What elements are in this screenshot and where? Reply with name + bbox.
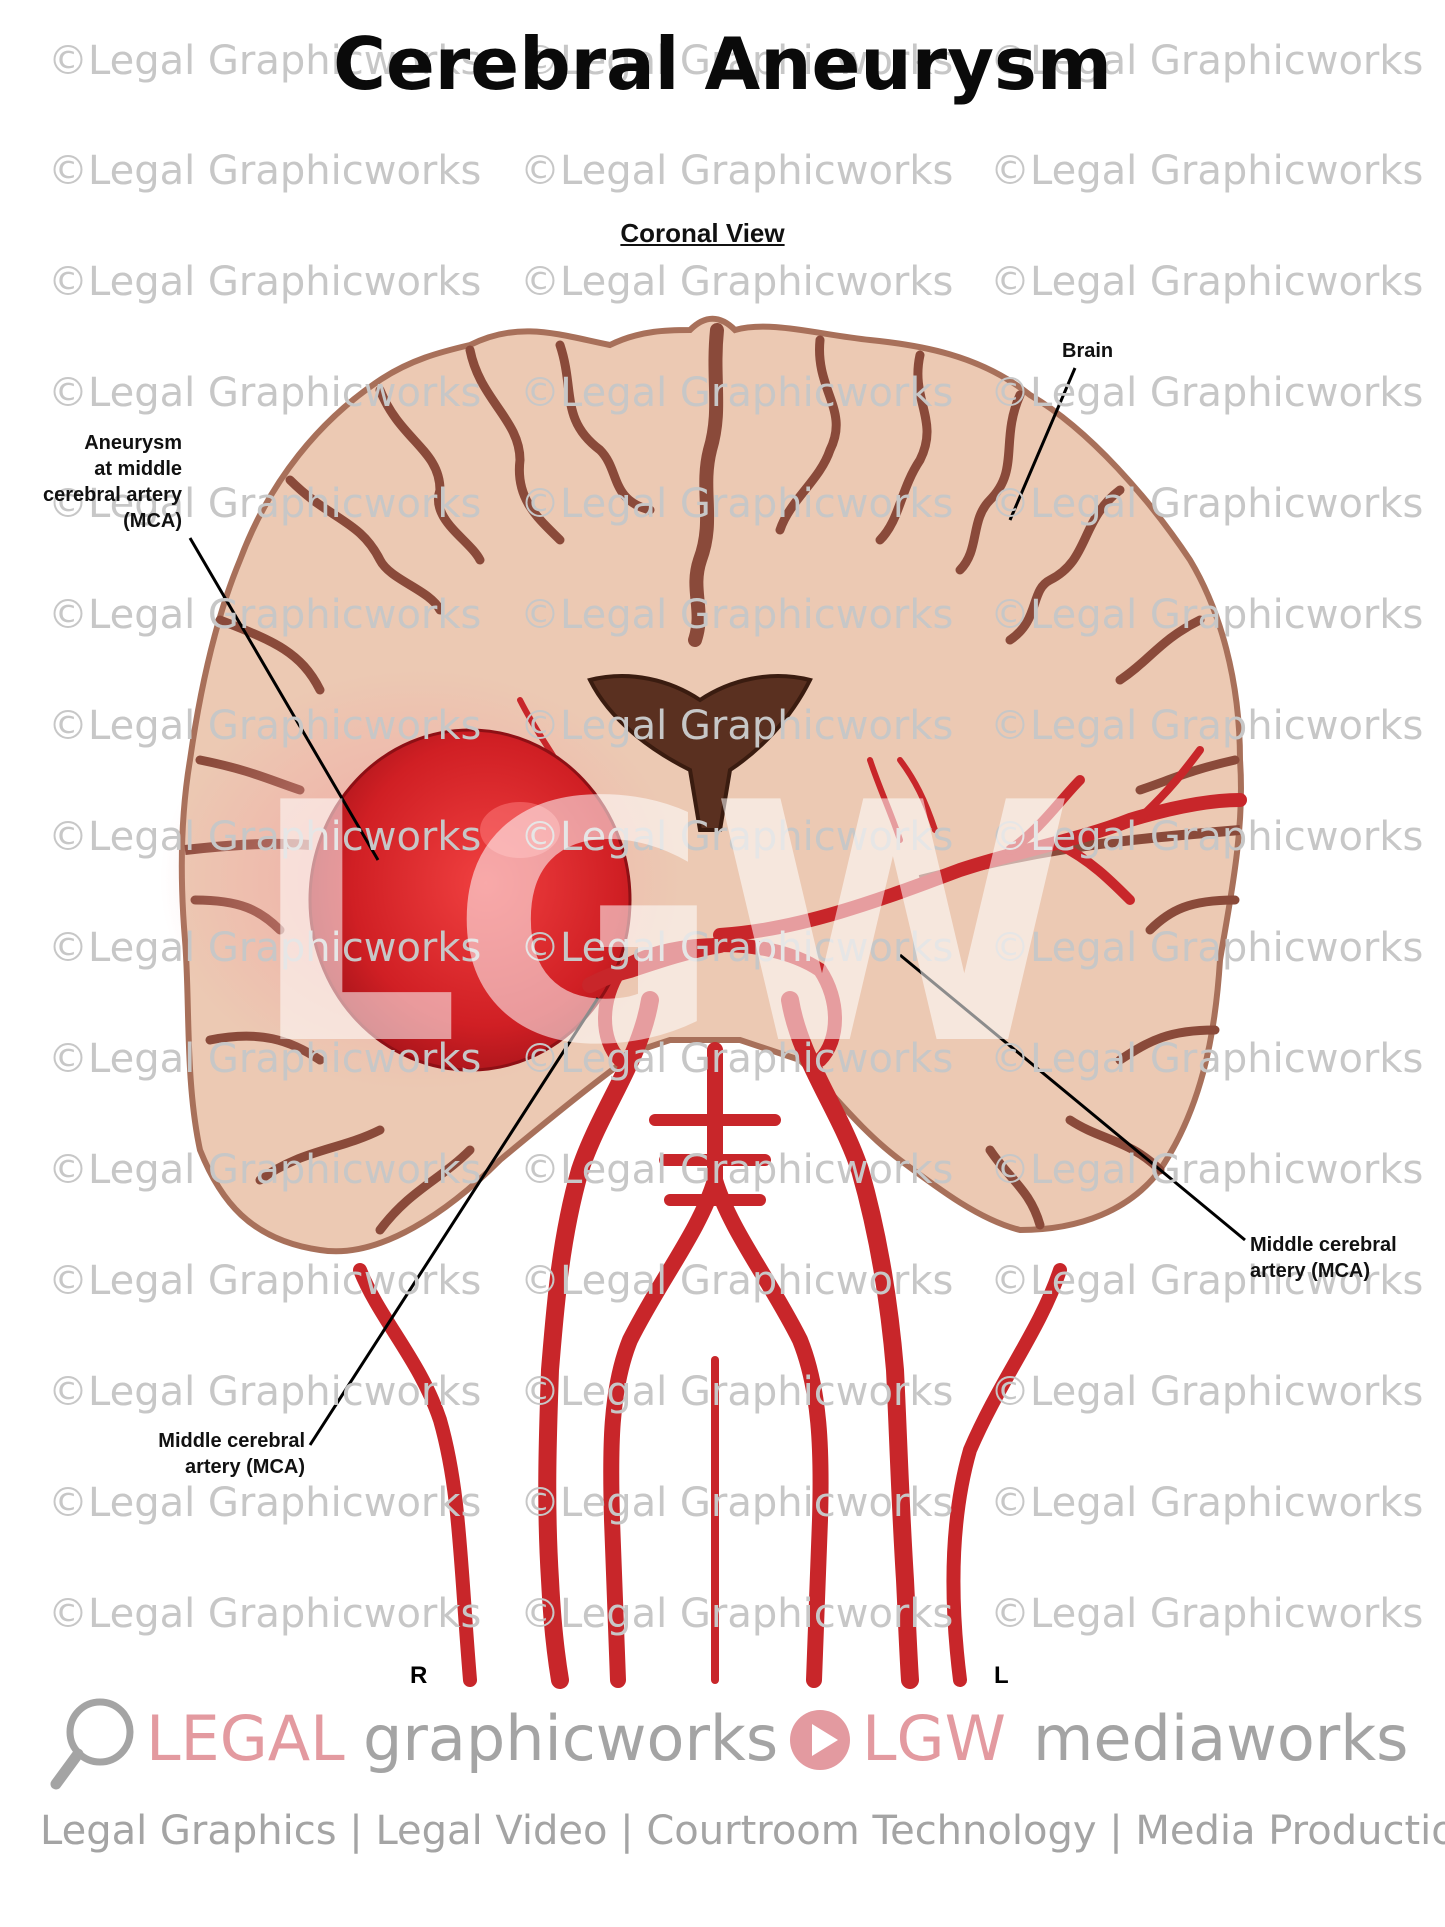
label-mca-right: Middle cerebral artery (MCA) [1250, 1232, 1440, 1284]
brand-graphicworks: graphicworks [363, 1702, 779, 1775]
leader-lines [188, 367, 1246, 1446]
magnifier-icon [50, 1698, 134, 1790]
label-aneurysm-line: cerebral artery [43, 484, 182, 506]
brand-legal: LEGAL [146, 1702, 345, 1775]
label-aneurysm-line: at middle [94, 458, 182, 480]
center-watermark: LGW [250, 733, 1075, 1117]
label-aneurysm-line: Aneurysm [84, 432, 182, 454]
leader-aneurysm [188, 537, 380, 861]
brand-mediaworks: mediaworks [1033, 1702, 1409, 1775]
brand-footer: LEGAL graphicworks LGW mediaworks [48, 1690, 1428, 1800]
label-brain: Brain [1062, 340, 1114, 362]
label-aneurysm: Aneurysm at middle cerebral artery (MCA) [20, 430, 182, 534]
view-subtitle: Coronal View [620, 218, 785, 248]
leader-mca-right [899, 953, 1246, 1242]
mca-feeding-vessel [582, 937, 728, 993]
aneurysm-sac [308, 728, 632, 1072]
label-mca-bottom: Middle cerebral artery (MCA) [100, 1428, 305, 1480]
side-marker-right: R [410, 1662, 428, 1689]
longitudinal-fissure [688, 323, 724, 647]
brand-lgw: LGW [862, 1702, 1006, 1775]
label-mca-bottom-line: artery (MCA) [184, 1456, 305, 1478]
play-icon [790, 1710, 850, 1770]
label-mca-right-line: Middle cerebral [1250, 1234, 1397, 1256]
label-aneurysm-line: (MCA) [123, 510, 182, 532]
side-marker-left: L [994, 1662, 1009, 1689]
lateral-ventricles [587, 674, 813, 832]
leader-mca-bottom [308, 997, 600, 1446]
label-mca-right-line: artery (MCA) [1250, 1260, 1371, 1282]
page-title: Cerebral Aneurysm [333, 22, 1112, 106]
label-mca-bottom-line: Middle cerebral [158, 1430, 305, 1452]
leader-brain [1008, 367, 1077, 521]
brand-tagline: Legal Graphics | Legal Video | Courtroom… [40, 1808, 1445, 1854]
